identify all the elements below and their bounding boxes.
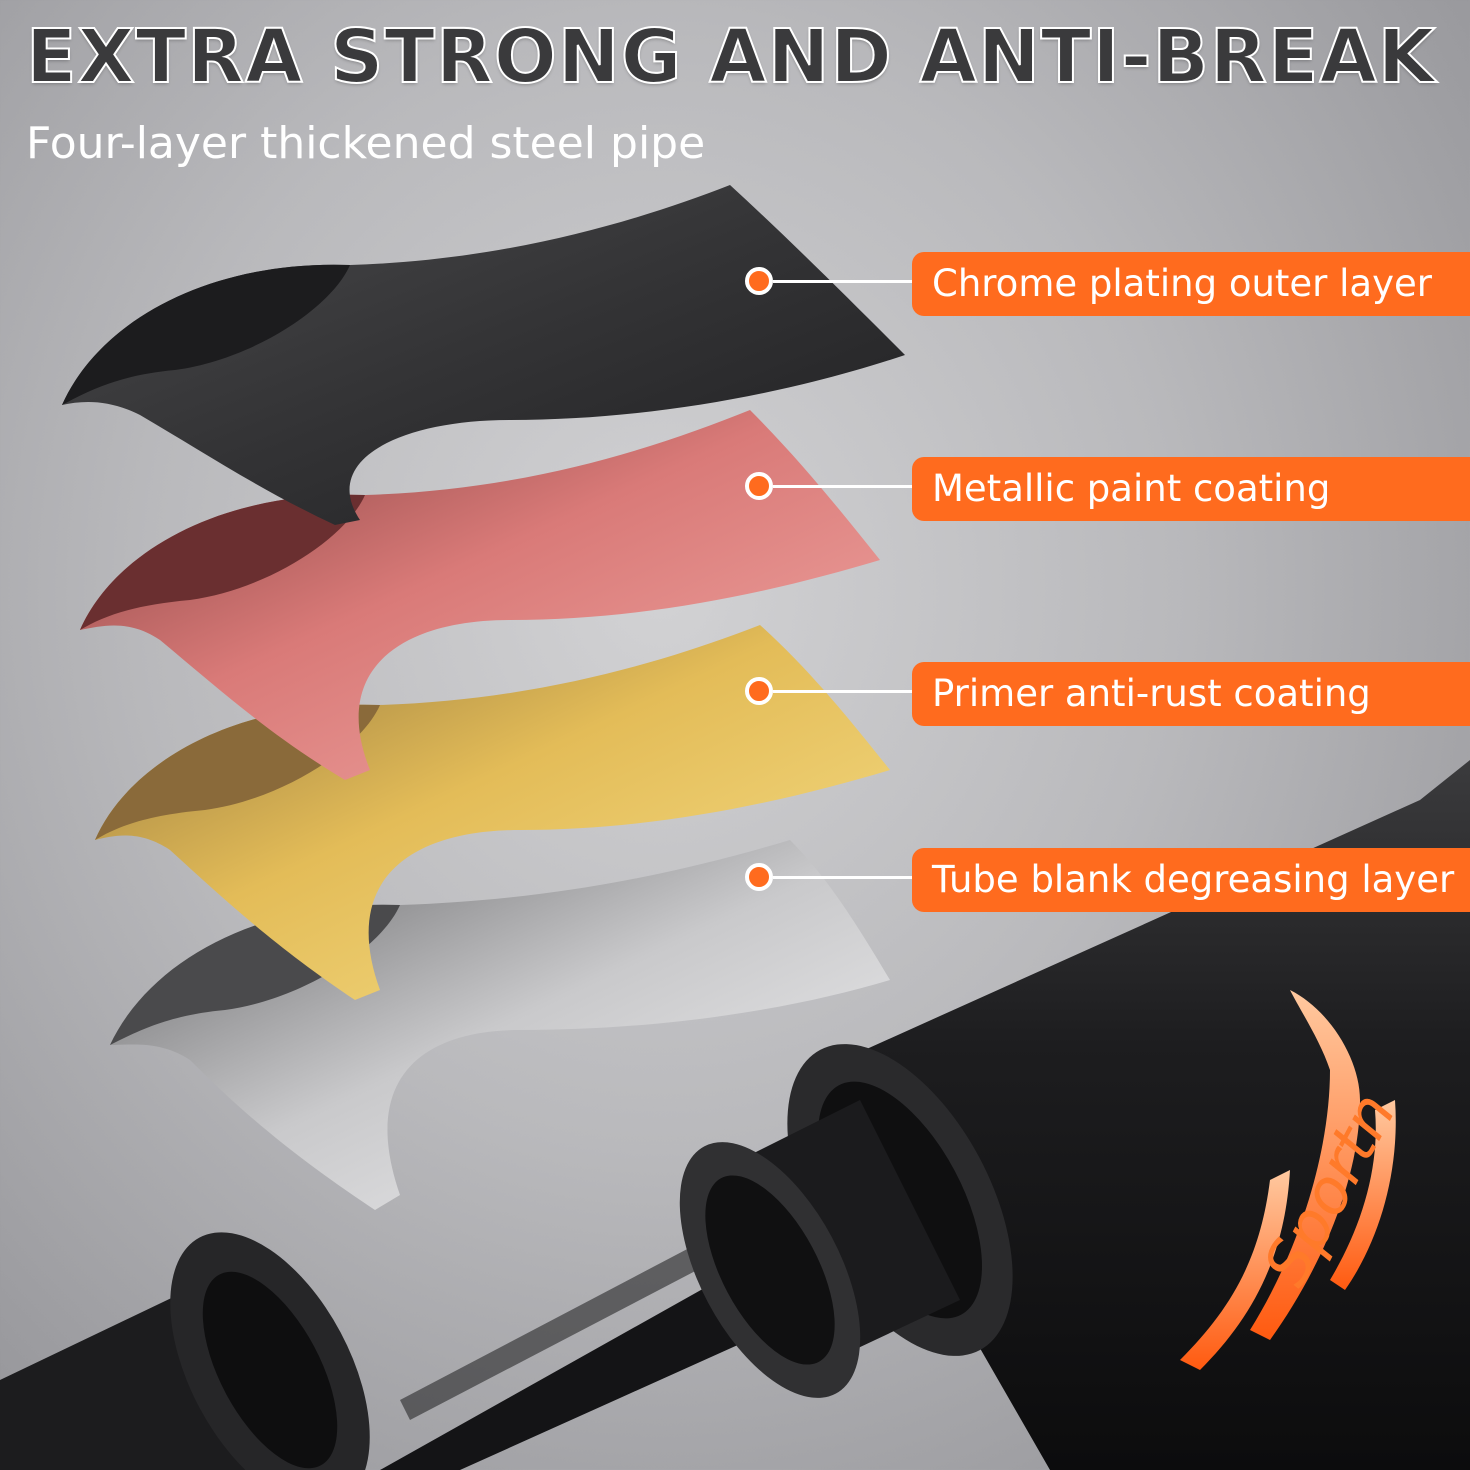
callout-label: Primer anti-rust coating xyxy=(912,662,1470,726)
callout-label: Metallic paint coating xyxy=(912,457,1470,521)
callout-dot-icon xyxy=(745,677,773,705)
pipe-tube xyxy=(0,760,1470,1470)
callout-tube-blank: Tube blank degreasing layer xyxy=(745,848,1470,914)
callout-label: Tube blank degreasing layer xyxy=(912,848,1470,912)
callout-connector xyxy=(773,876,913,879)
callout-connector xyxy=(773,280,913,283)
callout-connector xyxy=(773,690,913,693)
callout-metallic-paint: Metallic paint coating xyxy=(745,457,1470,523)
callout-chrome-plating: Chrome plating outer layer xyxy=(745,252,1470,318)
layer-pink-shell xyxy=(80,410,880,780)
callout-connector xyxy=(773,485,913,488)
callout-primer-anti-rust: Primer anti-rust coating xyxy=(745,662,1470,728)
callout-dot-icon xyxy=(745,267,773,295)
callout-label: Chrome plating outer layer xyxy=(912,252,1470,316)
layer-black-shell xyxy=(62,185,905,525)
page-title: EXTRA STRONG AND ANTI-BREAK xyxy=(26,14,1437,100)
page-subtitle: Four-layer thickened steel pipe xyxy=(26,118,706,169)
callout-dot-icon xyxy=(745,472,773,500)
callout-dot-icon xyxy=(745,863,773,891)
